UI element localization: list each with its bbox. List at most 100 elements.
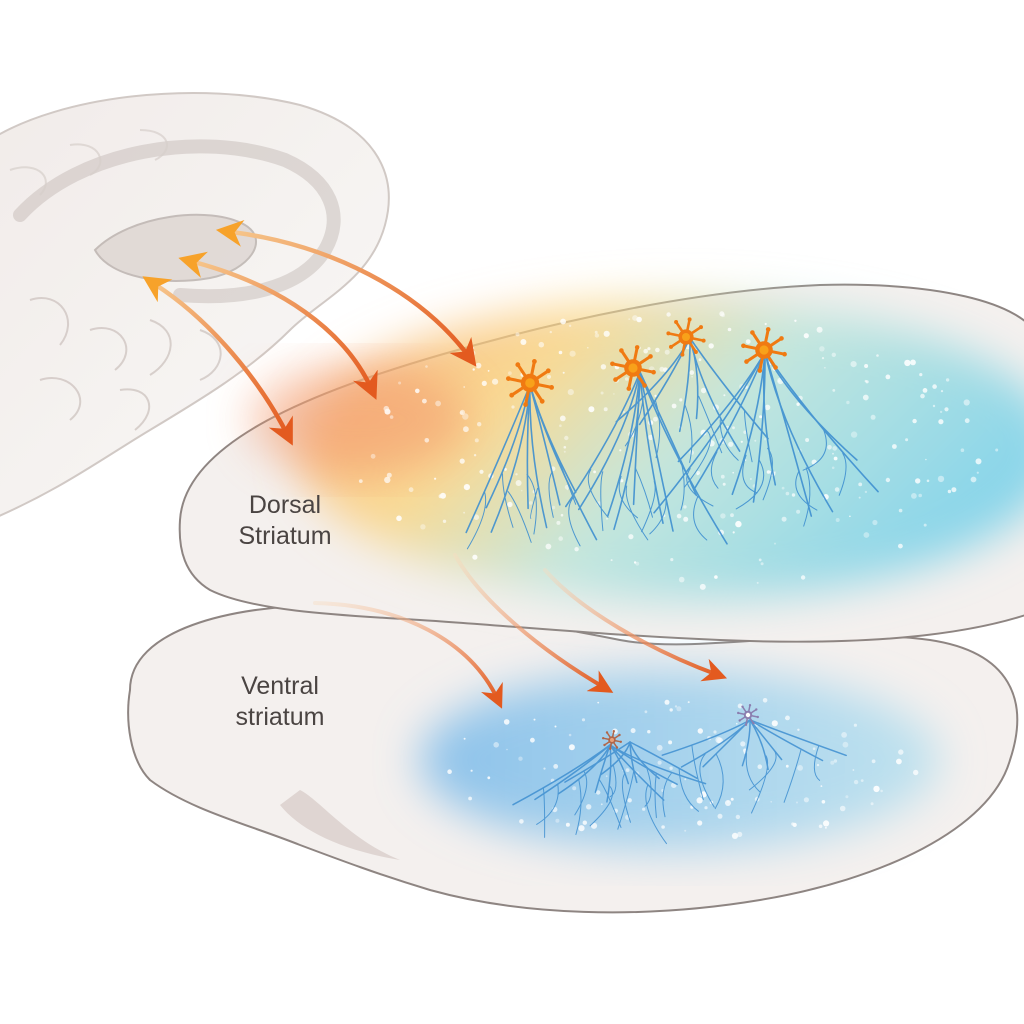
sparkle-dot — [587, 346, 589, 349]
dendrite-twig — [536, 784, 559, 825]
sparkle-dot — [832, 446, 837, 451]
sparkle-dot — [805, 438, 810, 442]
dendrite-branch — [752, 351, 766, 503]
sparkle-dot — [459, 458, 465, 464]
sparkle-dot — [834, 487, 840, 492]
sparkle-dot — [656, 744, 663, 751]
sparkle-dot — [700, 429, 707, 436]
star-neuron-icon — [741, 327, 787, 373]
sparkle-dot — [434, 477, 437, 480]
sparkle-dot — [864, 379, 867, 383]
sparkle-dot — [925, 458, 927, 461]
sparkle-dot — [358, 479, 363, 483]
sparkle-dot — [511, 405, 515, 409]
sparkle-dot — [630, 728, 636, 734]
dendrite-twig — [735, 460, 765, 510]
sparkle-dot — [562, 371, 565, 374]
sparkle-dot — [396, 515, 402, 522]
dendrite-branch — [639, 371, 674, 532]
sparkle-dot — [676, 513, 682, 519]
dendrite-twig — [802, 429, 827, 471]
sparkle-dot — [687, 701, 690, 704]
sparkle-dot — [827, 445, 832, 450]
sparkle-dot — [846, 400, 850, 405]
sparkle-dot — [487, 370, 490, 372]
sparkle-dot — [674, 705, 678, 708]
sparkle-dot — [596, 790, 601, 795]
curved-arrow-icon — [453, 553, 614, 693]
sparkle-dot — [568, 733, 572, 737]
sparkle-dot — [785, 491, 790, 496]
sparkle-dot — [839, 805, 846, 812]
dendrite-twig — [838, 452, 847, 496]
sparkle-dot — [731, 832, 739, 840]
sparkle-dot — [816, 763, 820, 767]
sparkle-dot — [699, 583, 706, 590]
sparkle-dot — [794, 319, 797, 322]
sparkle-dot — [473, 454, 477, 457]
ventral-neurons — [602, 704, 759, 750]
dendrite-branch — [594, 744, 611, 793]
sparkle-dot — [976, 471, 979, 474]
sparkle-dot — [564, 435, 569, 441]
sparkle-dot — [666, 312, 671, 317]
sparkle-dot — [732, 471, 734, 474]
sparkle-dot — [613, 393, 615, 395]
sparkle-dot — [425, 365, 428, 368]
sparkle-dot — [727, 327, 732, 332]
dorsal-label-line2: Striatum — [238, 522, 332, 550]
sparkle-dot — [596, 501, 602, 506]
sparkle-dot — [594, 333, 600, 338]
sparkle-dot — [858, 496, 861, 499]
sparkle-dot — [689, 370, 695, 375]
sparkle-dot — [530, 737, 535, 743]
sparkle-dot — [863, 532, 870, 538]
sparkle-dot — [824, 826, 827, 829]
dendrite-branch — [639, 371, 728, 545]
sparkle-dot — [605, 775, 608, 778]
sparkle-dot — [852, 769, 855, 771]
sparkle-dot — [849, 515, 851, 518]
sparkle-dot — [915, 478, 921, 484]
dendrite-twig — [575, 779, 582, 835]
ventral-label-line1: Ventral — [241, 672, 319, 700]
dendrite-twig — [686, 468, 714, 507]
sparkle-dot — [504, 468, 507, 471]
dendrite-branch — [638, 337, 691, 426]
sparkle-dot — [624, 377, 629, 381]
sparkle-dot — [415, 388, 420, 394]
sparkle-dot — [520, 339, 527, 345]
sparkle-dot — [507, 501, 513, 508]
sparkle-dot — [549, 330, 552, 334]
projection-arrows — [142, 220, 477, 446]
dendrite-twig — [568, 496, 581, 547]
sparkle-dot — [468, 796, 472, 801]
dendrite-branch — [564, 741, 631, 783]
sparkle-dot — [932, 404, 936, 408]
sparkle-dot — [754, 439, 757, 442]
sparkle-dot — [462, 413, 469, 420]
dendrite-branch — [534, 744, 611, 801]
sparkle-dot — [841, 732, 847, 738]
sparkle-dot — [760, 562, 764, 566]
ventral-dendrites — [512, 719, 847, 845]
sparkle-dot — [636, 316, 642, 323]
sparkle-dot — [771, 720, 778, 727]
dendrite-twig — [795, 470, 818, 511]
sparkle-dot — [811, 459, 817, 465]
sparkle-dot — [657, 760, 662, 765]
sparkle-dot — [642, 807, 646, 811]
sparkle-dot — [551, 505, 556, 510]
curved-arrow-icon — [543, 568, 728, 682]
sparkle-dot — [850, 361, 857, 368]
sparkle-dot — [944, 407, 949, 412]
sparkle-dot — [715, 736, 722, 744]
sparkle-dot — [762, 698, 768, 703]
sparkle-dot — [653, 416, 658, 422]
dendrite-twig — [598, 778, 622, 828]
sparkle-dot — [714, 575, 718, 579]
sparkle-dot — [684, 829, 687, 832]
sparkle-dot — [845, 795, 849, 799]
sparkle-dot — [833, 456, 838, 461]
